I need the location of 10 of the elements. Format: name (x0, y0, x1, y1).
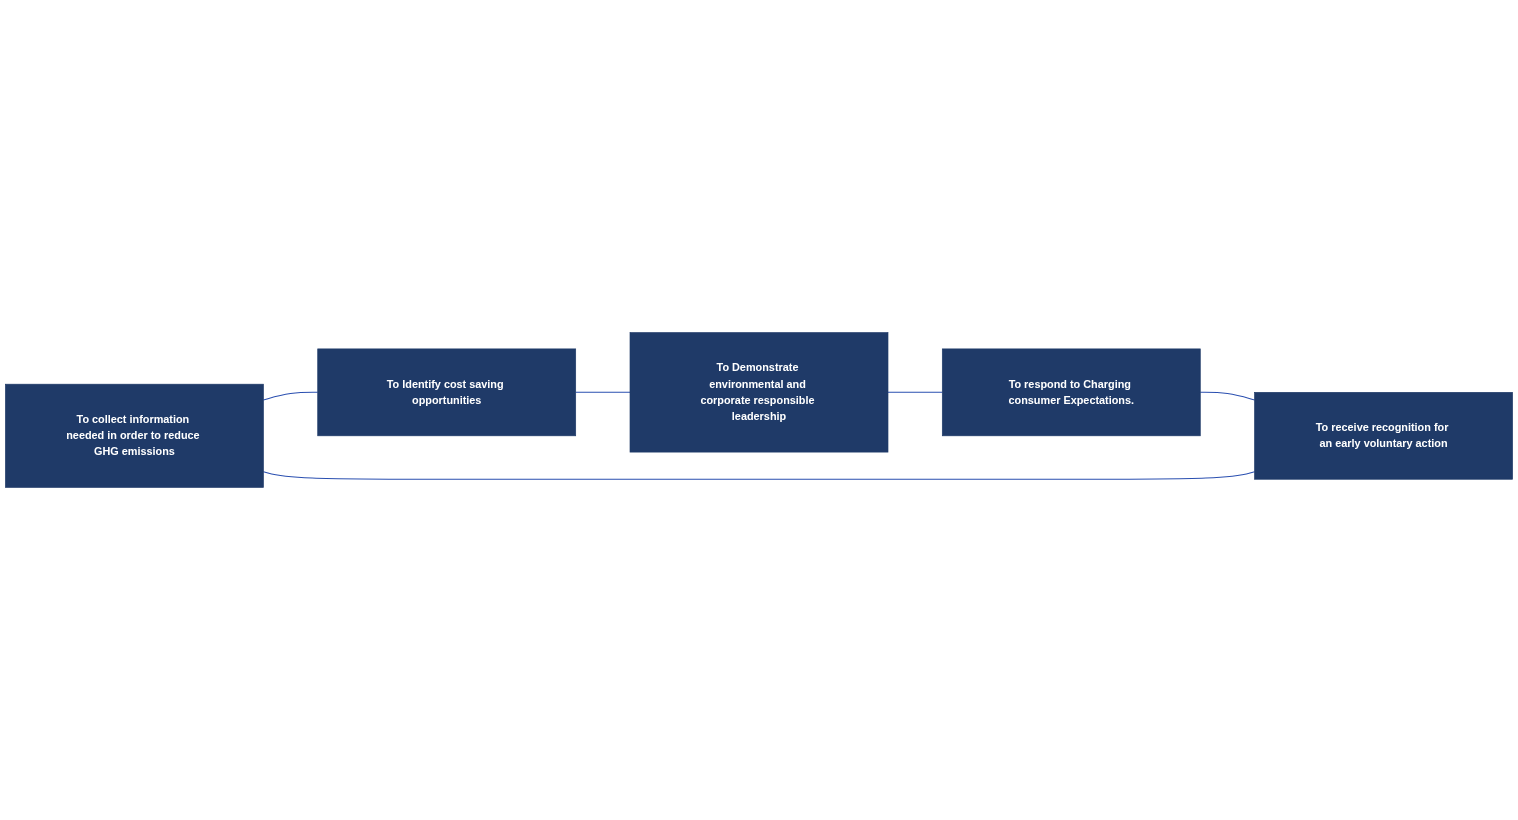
connector (575, 391, 631, 393)
connector (262, 391, 319, 401)
node-box: To receive recognition for an early voluntary action (1254, 392, 1513, 480)
node-box: To Identify cost saving opportunities (317, 348, 577, 437)
node-box: To collect information needed in order to reduce GHG emissions (5, 383, 264, 488)
connector (262, 471, 1256, 480)
connector (1199, 391, 1256, 401)
connector (887, 391, 943, 393)
node-box: To Demonstrate environmental and corporate responsible leadership (629, 332, 889, 453)
node-box: To respond to Charging consumer Expectations. (941, 348, 1201, 437)
